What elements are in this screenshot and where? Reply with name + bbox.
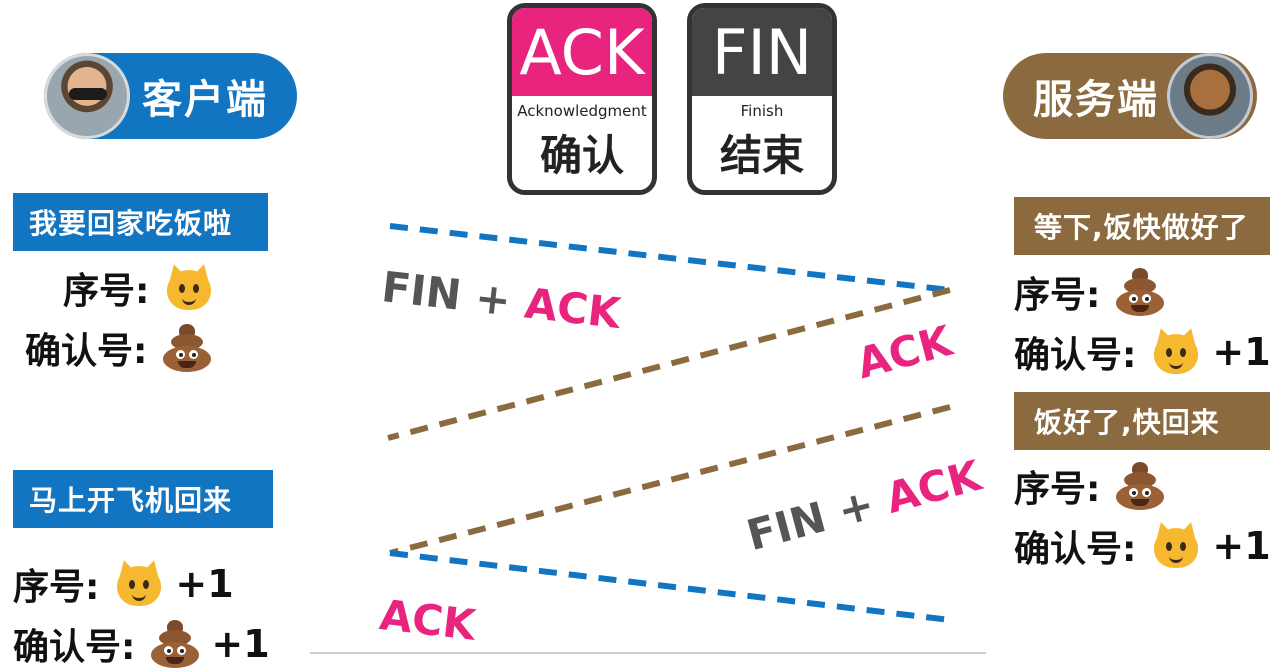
client-label-pill: 客户端 [44,53,297,139]
client-2-ack-row: 确认号: +1 [13,618,270,670]
arrow-1-fin-ack [389,223,951,293]
server-message-1: 等下,饭快做好了 [1014,197,1270,255]
fin-full-name: Finish [740,102,784,120]
pile-of-poo-icon [1114,266,1166,318]
client-avatar [44,53,130,139]
server-label: 服务端 [1033,77,1159,123]
ack-chinese: 确认 [539,131,624,180]
pile-of-poo-icon [161,322,213,374]
arrow-3-fin-ack [389,404,951,556]
bottom-divider [310,652,986,654]
client-message-2: 马上开飞机回来 [13,470,273,528]
fin-legend-card: FIN Finish 结束 [687,3,837,195]
fin-abbr: FIN [692,8,832,96]
arrow-2-ack [387,287,951,441]
client-label: 客户端 [142,77,268,123]
pile-of-poo-icon [149,618,201,670]
sunglasses-icon [69,88,107,100]
pile-of-poo-icon [1114,460,1166,512]
server-2-seq-row: 序号: [1014,460,1166,512]
cat-face-icon [113,557,165,610]
server-label-pill: 服务端 [1003,53,1257,139]
client-1-ack-row: 确认号: [25,322,213,374]
ack-full-name: Acknowledgment [517,102,647,120]
ack-legend-card: ACK Acknowledgment 确认 [507,3,657,195]
client-message-1: 我要回家吃饭啦 [13,193,268,251]
cat-face-icon [163,261,215,314]
server-1-ack-row: 确认号: +1 [1014,325,1270,378]
server-1-seq-row: 序号: [1014,266,1166,318]
client-1-seq-row: 序号: [63,261,215,314]
ack-abbr: ACK [512,8,652,96]
client-2-seq-row: 序号: +1 [13,557,234,610]
server-avatar [1167,53,1253,139]
handshake-arrows [387,223,951,623]
server-2-ack-row: 确认号: +1 [1014,519,1270,572]
cat-face-icon [1150,519,1202,572]
cat-face-icon [1150,325,1202,378]
server-message-2: 饭好了,快回来 [1014,392,1270,450]
fin-chinese: 结束 [719,131,804,180]
arrow-4-ack [389,550,951,623]
